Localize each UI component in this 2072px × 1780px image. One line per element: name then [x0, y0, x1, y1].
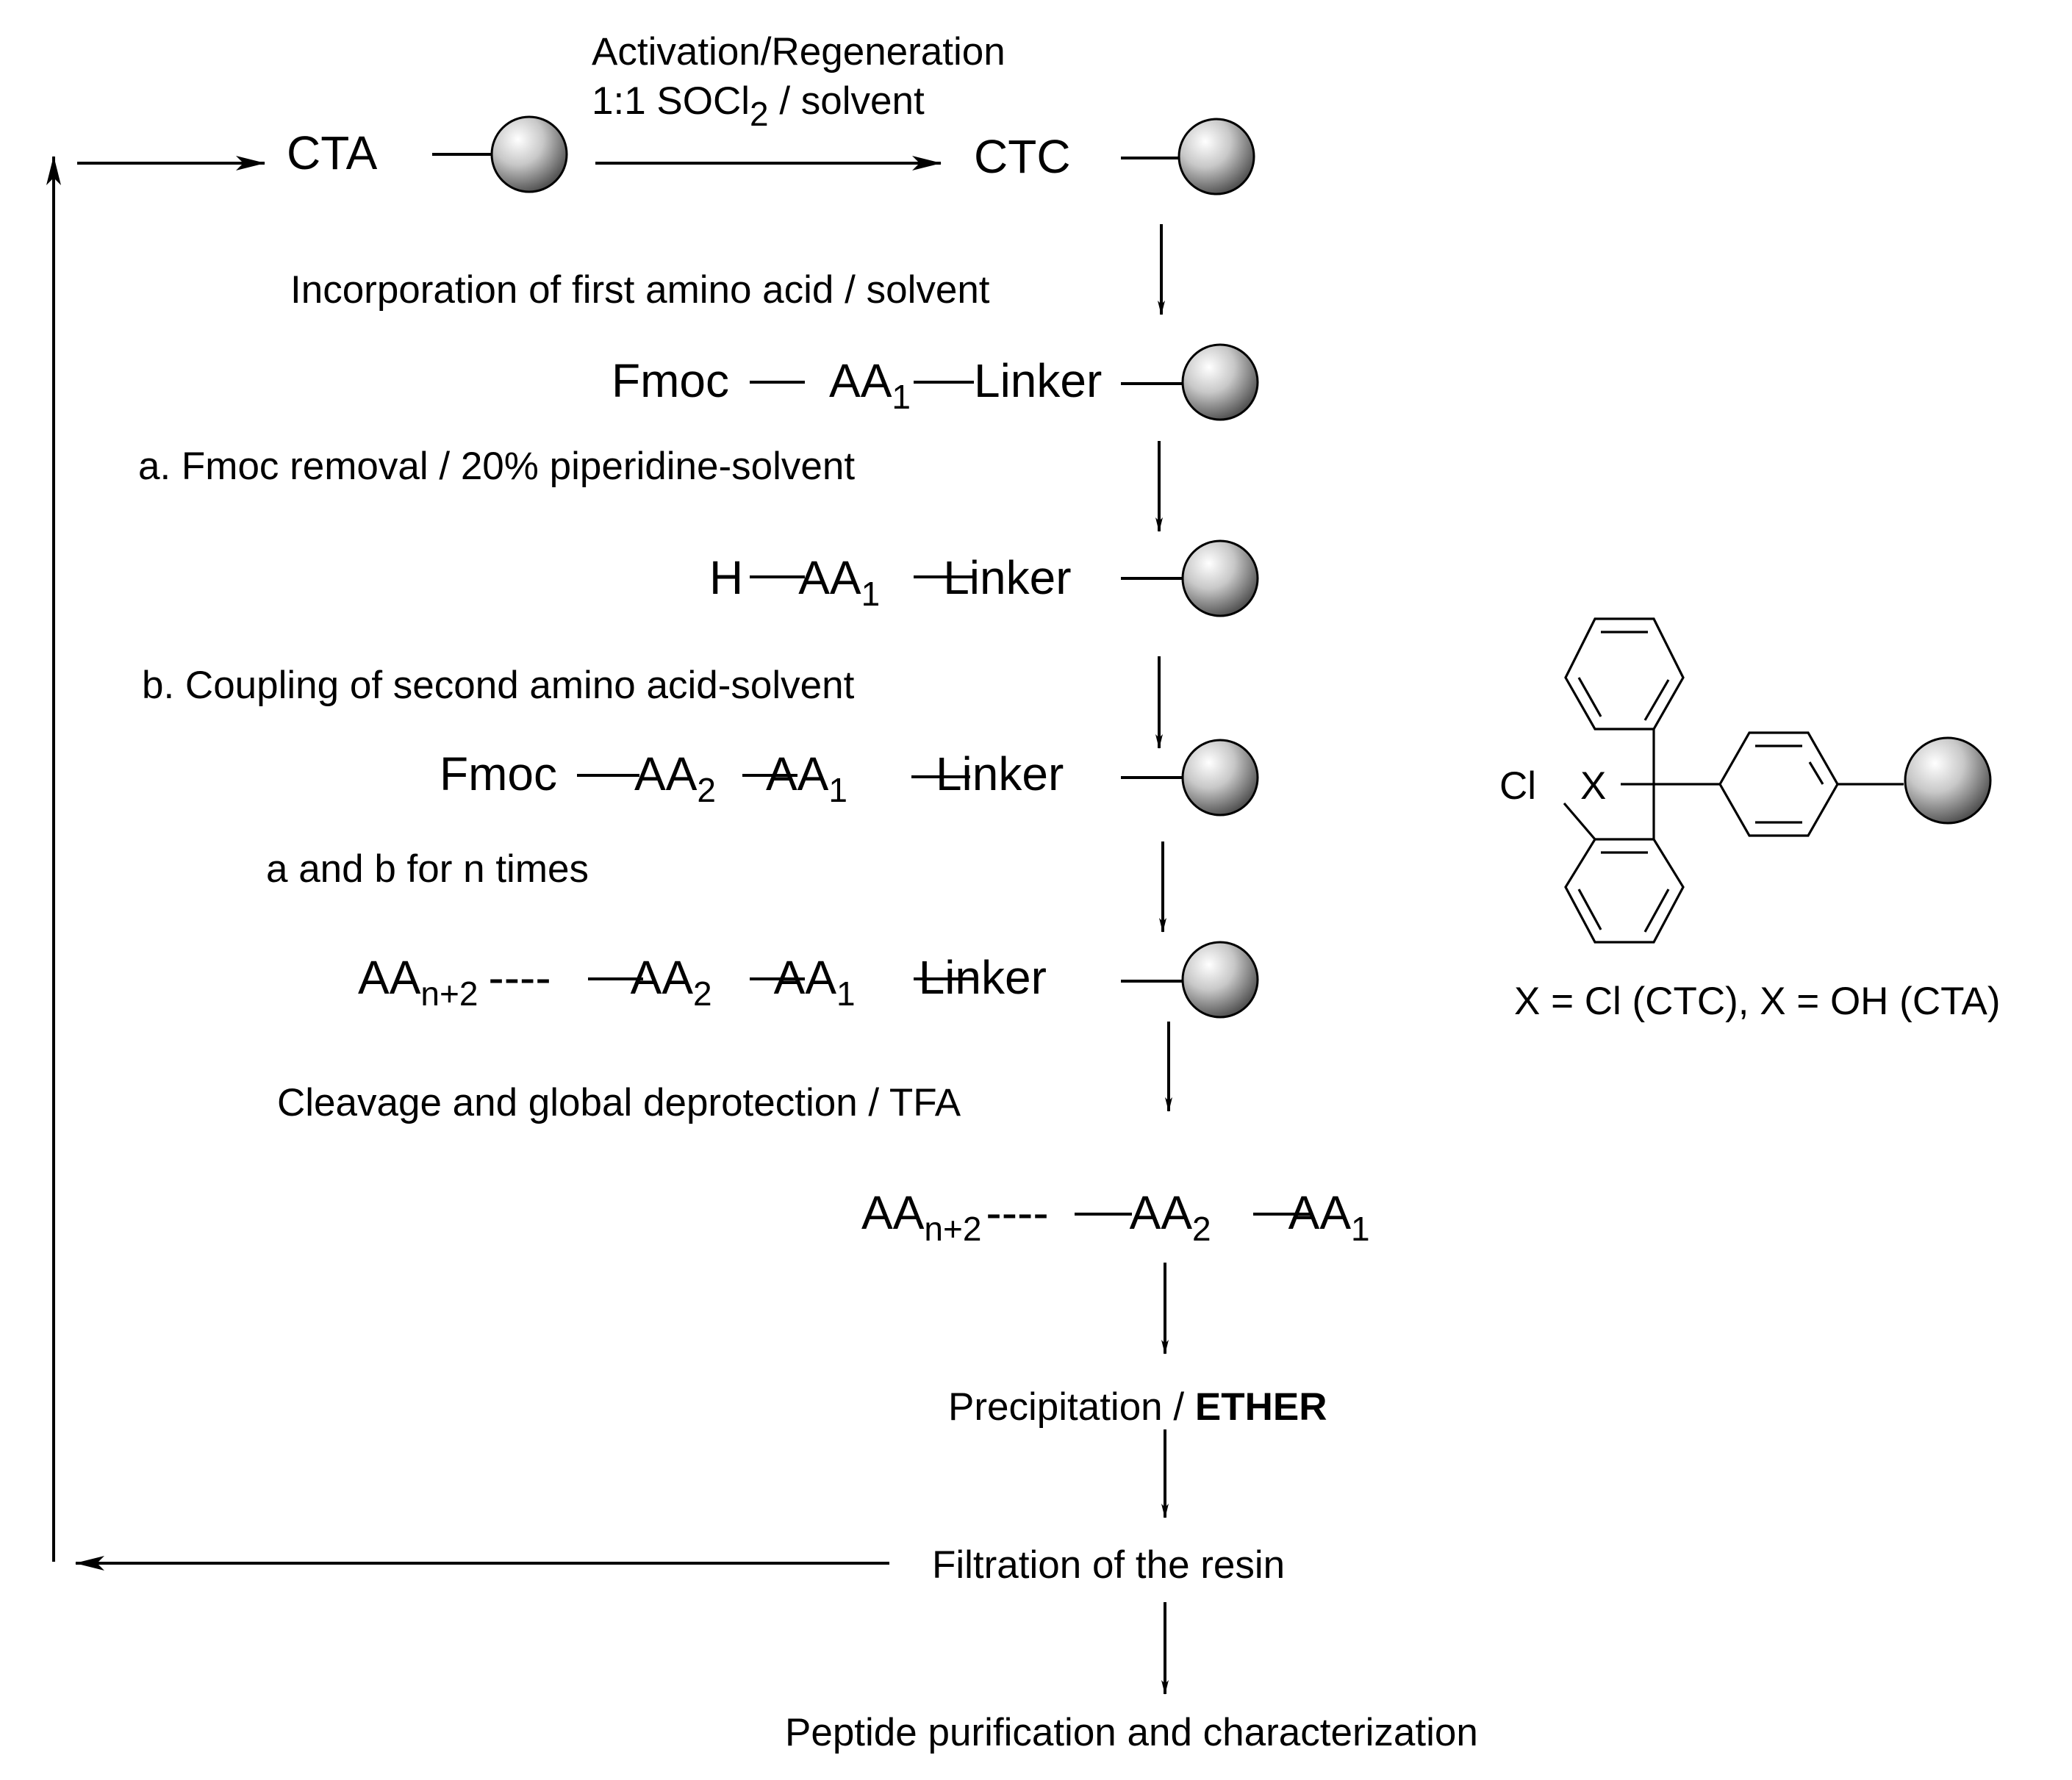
repeat-label: a and b for n times: [266, 847, 589, 891]
filtration-label: Filtration of the resin: [932, 1543, 1285, 1587]
incorporation-label: Incorporation of first amino acid / solv…: [290, 268, 990, 312]
chlorine-label: Cl: [1499, 764, 1536, 808]
resin-bead: [1904, 736, 1992, 825]
double-bond: [1643, 679, 1670, 721]
double-bond: [1577, 677, 1602, 717]
precipitation-label: Precipitation / ETHER: [948, 1385, 1327, 1429]
resin-bead: [1181, 739, 1259, 817]
double-bond: [1808, 761, 1824, 785]
phenyl-ring-top: [1564, 617, 1685, 731]
cta-resin-bead: [490, 115, 568, 193]
ctc-label: CTC: [974, 130, 1071, 183]
structure-legend: X = Cl (CTC), X = OH (CTA): [1514, 980, 2001, 1023]
resin-bead: [1181, 941, 1259, 1019]
resin-bead: [1181, 539, 1259, 617]
x-substituent-label: X: [1580, 764, 1606, 808]
chlorotrityl-resin-structure: Cl X: [1499, 617, 1992, 944]
purification-label: Peptide purification and characterizatio…: [785, 1711, 1478, 1754]
step-b-label: b. Coupling of second amino acid-solvent: [142, 664, 855, 707]
phenylene-ring: [1718, 731, 1839, 837]
cleavage-label: Cleavage and global deprotection / TFA: [277, 1081, 961, 1124]
double-bond: [1577, 889, 1602, 930]
ctc-resin-bead: [1177, 118, 1255, 195]
bond: [1563, 802, 1596, 841]
activation-label: Activation/Regeneration: [592, 30, 1005, 73]
activation-conditions: 1:1 SOCl2 / solvent: [592, 79, 925, 133]
cta-label: CTA: [287, 126, 378, 179]
step-a-label: a. Fmoc removal / 20% piperidine-solvent: [138, 445, 855, 488]
chlorophenyl-ring: [1564, 838, 1685, 944]
double-bond: [1643, 889, 1670, 933]
resin-bead: [1181, 343, 1259, 421]
